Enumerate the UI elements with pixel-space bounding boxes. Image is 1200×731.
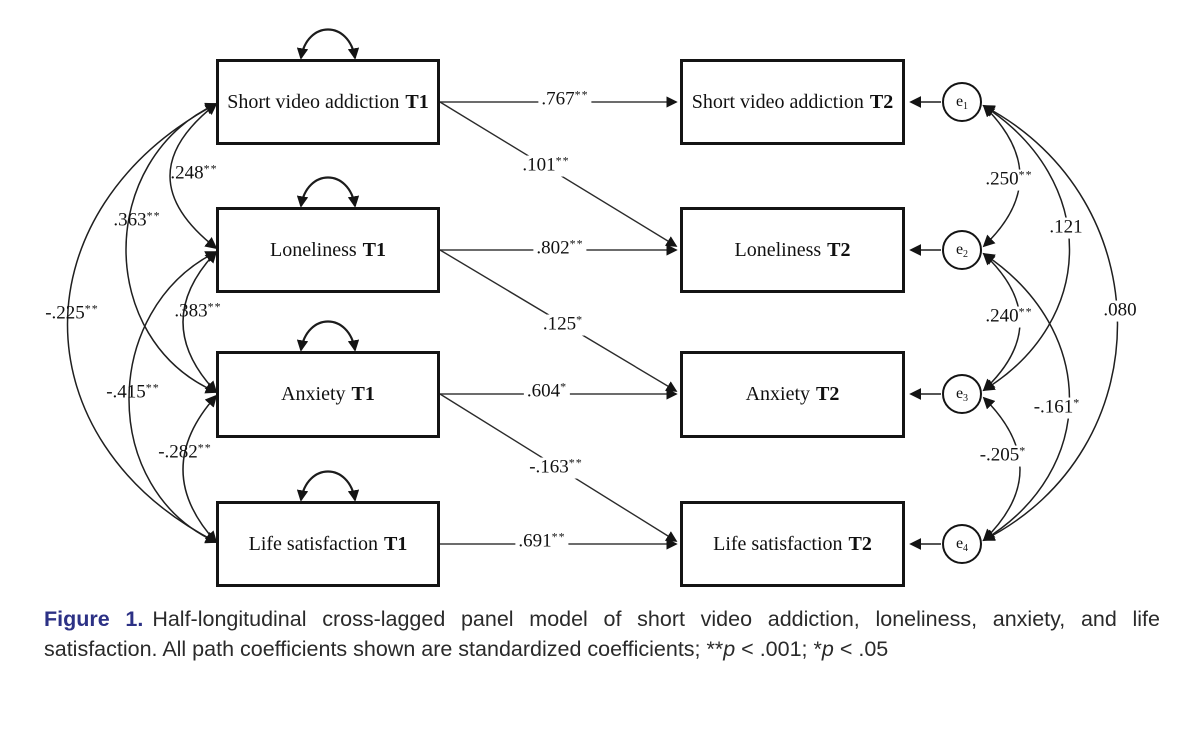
figure-caption-label: Figure 1. <box>44 607 144 631</box>
coef-cov-e3-e4: -.205* <box>976 445 1030 467</box>
coef-cov-loneliness-anxiety: .383** <box>174 299 222 322</box>
covariance-arc-sva-loneliness <box>169 102 218 250</box>
coef-stability-anxiety: .604* <box>523 381 571 403</box>
box-label: Life satisfaction <box>248 532 379 555</box>
covariance-arc-loneliness-anxiety <box>182 250 218 394</box>
error-subscript: 2 <box>963 248 969 260</box>
coef-cov-e2-e3: .240** <box>982 306 1036 328</box>
covariance-arc-e1-e3 <box>982 105 1071 391</box>
box-label: Life satisfaction <box>713 532 843 555</box>
box-time-label: T2 <box>848 532 872 555</box>
box-label: Short video addiction <box>691 90 864 113</box>
error-subscript: 1 <box>963 100 969 112</box>
variance-loop-life-satisfaction-t1 <box>296 470 360 502</box>
box-label: Anxiety <box>281 383 346 405</box>
covariance-arc-sva-life-satisfaction <box>66 103 218 543</box>
box-label: Anxiety <box>745 383 811 405</box>
box-time-label: T2 <box>816 383 840 405</box>
coef-stability-life-satisfaction: .691** <box>515 531 569 553</box>
figure-caption: Figure 1.Half-longitudinal cross-lagged … <box>44 604 1160 664</box>
coef-cross-sva-loneliness: .101** <box>519 155 573 177</box>
coef-cov-e1-e3: .121 <box>1046 217 1086 239</box>
box-time-label: T1 <box>351 383 375 405</box>
error-label: e <box>955 93 964 110</box>
error-label: e <box>955 535 964 552</box>
error-subscript: 4 <box>963 542 969 554</box>
coef-cov-sva-life-satisfaction: -.225** <box>45 301 99 324</box>
box-time-label: T1 <box>362 238 386 261</box>
covariance-arc-anxiety-life-satisfaction <box>182 394 218 544</box>
box-time-label: T1 <box>405 90 429 113</box>
variance-loop-loneliness-t1 <box>296 176 360 208</box>
box-time-label: T2 <box>827 238 851 261</box>
error-subscript: 3 <box>963 392 969 404</box>
covariance-arc-e3-e4 <box>982 396 1021 542</box>
error-label: e <box>955 385 964 402</box>
coef-cross-loneliness-anxiety: .125* <box>539 314 587 336</box>
box-label: Loneliness <box>270 238 357 261</box>
box-label: Short video addiction <box>227 90 400 113</box>
coef-stability-sva: .767** <box>538 89 592 111</box>
coef-cov-e2-e4: -.161* <box>1030 397 1084 419</box>
covariance-arc-loneliness-life-satisfaction <box>128 251 218 544</box>
coef-cov-anxiety-life-satisfaction: -.282** <box>158 440 212 463</box>
coef-cross-anxiety-life-satisfaction: -.163** <box>526 457 586 479</box>
box-label: Loneliness <box>734 238 822 261</box>
figure-caption-text: Half-longitudinal cross-lagged panel mod… <box>44 607 1160 661</box>
box-time-label: T2 <box>869 90 894 113</box>
covariance-arc-sva-anxiety <box>125 102 218 394</box>
error-label: e <box>955 241 964 258</box>
coef-stability-loneliness: .802** <box>533 238 587 260</box>
coef-cov-e1-e4: .080 <box>1100 300 1140 322</box>
coef-cov-sva-loneliness: .248** <box>170 161 218 184</box>
covariance-arc-e1-e4 <box>982 105 1119 541</box>
variance-loop-anxiety-t1 <box>296 320 360 352</box>
coef-cov-e1-e2: .250** <box>982 169 1036 191</box>
coef-cov-loneliness-life-satisfaction: -.415** <box>106 380 160 403</box>
coef-cov-sva-anxiety: .363** <box>113 208 161 231</box>
variance-loop-short-video-addiction-t1 <box>296 28 360 60</box>
box-time-label: T1 <box>384 532 408 555</box>
